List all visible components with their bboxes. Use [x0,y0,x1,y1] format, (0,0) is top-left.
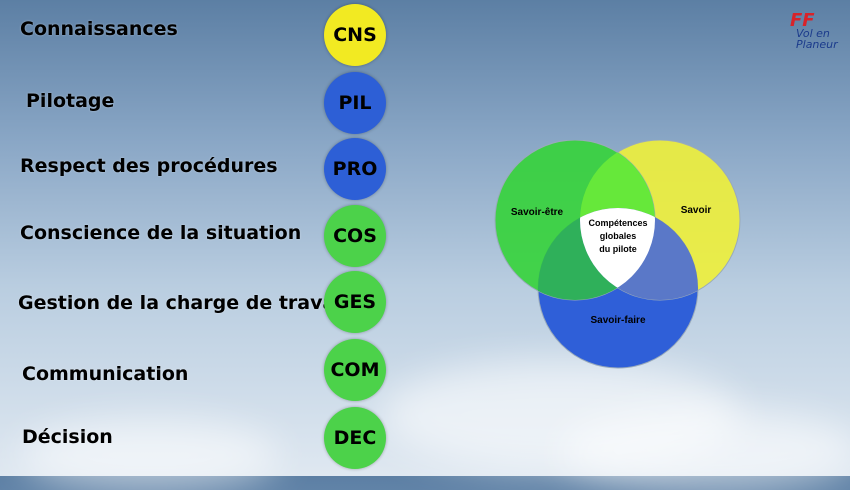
label-conscience-situation: Conscience de la situation [20,222,302,244]
logo-line1: Vol en [796,27,830,40]
savoir-faire-label: Savoir-faire [590,315,645,326]
logo-line2: Planeur [796,38,838,51]
badge-pro: PRO [324,138,386,200]
label-communication: Communication [22,363,189,385]
cloud [560,410,850,490]
badge-dec: DEC [324,407,386,469]
savoir-etre-label: Savoir-être [511,207,564,218]
badge-pil: PIL [324,72,386,134]
badge-cos: COS [324,205,386,267]
label-gestion-charge: Gestion de la charge de travail [18,292,349,314]
venn-diagram: Savoir-être Savoir Savoir-faire Compéten… [494,140,741,369]
savoir-label: Savoir [681,205,712,216]
badge-cns: CNS [324,4,386,66]
yellow-blue-overlap [580,208,698,300]
center-label-line1: Compétences [588,218,647,228]
label-respect-procedures: Respect des procédures [20,155,278,177]
logo-ff: FF [790,10,815,31]
badge-com: COM [324,339,386,401]
slide-background [0,0,850,476]
label-decision: Décision [22,426,113,448]
label-connaissances: Connaissances [20,18,178,40]
label-pilotage: Pilotage [26,90,115,112]
ffvp-logo: FF Vol en Planeur [788,10,842,58]
center-label-line3: du pilote [599,244,637,254]
badge-ges: GES [324,271,386,333]
logo-text: Vol en Planeur [796,28,838,50]
center-label-line2: globales [600,231,637,241]
